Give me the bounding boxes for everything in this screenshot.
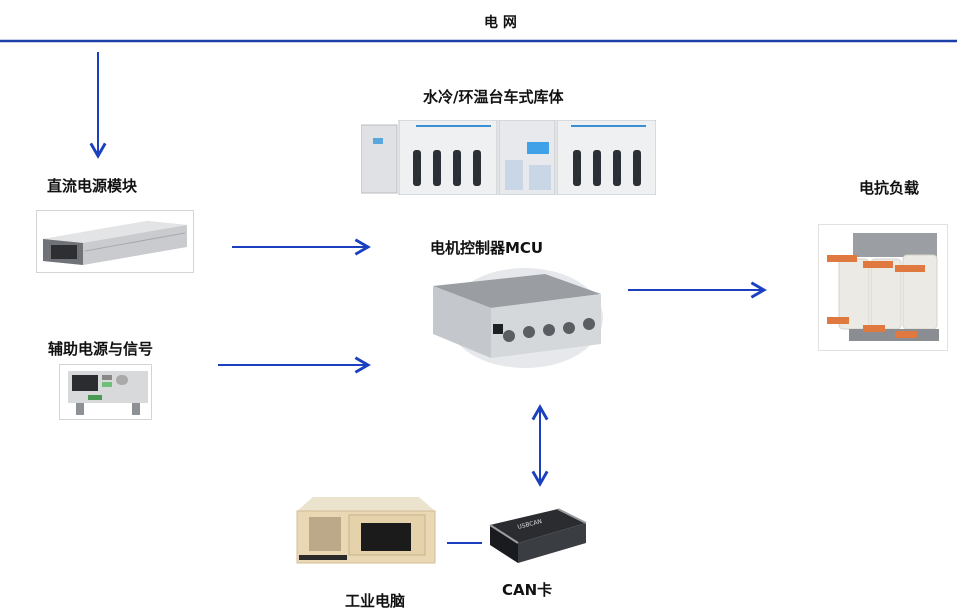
reactor-icon <box>827 233 939 341</box>
dc-power-label: 直流电源模块 <box>47 177 138 195</box>
ipc-image <box>295 497 437 565</box>
ipc-label: 工业电脑 <box>345 592 406 610</box>
can-card-icon: USBCAN <box>489 508 587 563</box>
load-image <box>818 224 948 351</box>
can-label: CAN卡 <box>502 581 553 599</box>
dc-power-module-icon <box>43 221 187 265</box>
mcu-image <box>425 268 611 368</box>
motor-controller-icon <box>433 268 603 368</box>
chamber-label: 水冷/环温台车式库体 <box>423 88 564 106</box>
can-image: USBCAN <box>488 505 588 567</box>
chamber-image <box>360 119 657 196</box>
load-label: 电抗负载 <box>859 179 920 197</box>
aux-power-instrument-icon <box>68 371 148 415</box>
mcu-label: 电机控制器MCU <box>430 239 544 257</box>
grid-label: 电 网 <box>484 15 517 31</box>
industrial-pc-icon <box>296 497 436 564</box>
aux-power-label: 辅助电源与信号 <box>48 340 154 358</box>
chamber-icon <box>360 119 657 196</box>
aux-power-image <box>59 364 152 420</box>
dc-power-image <box>36 210 194 273</box>
